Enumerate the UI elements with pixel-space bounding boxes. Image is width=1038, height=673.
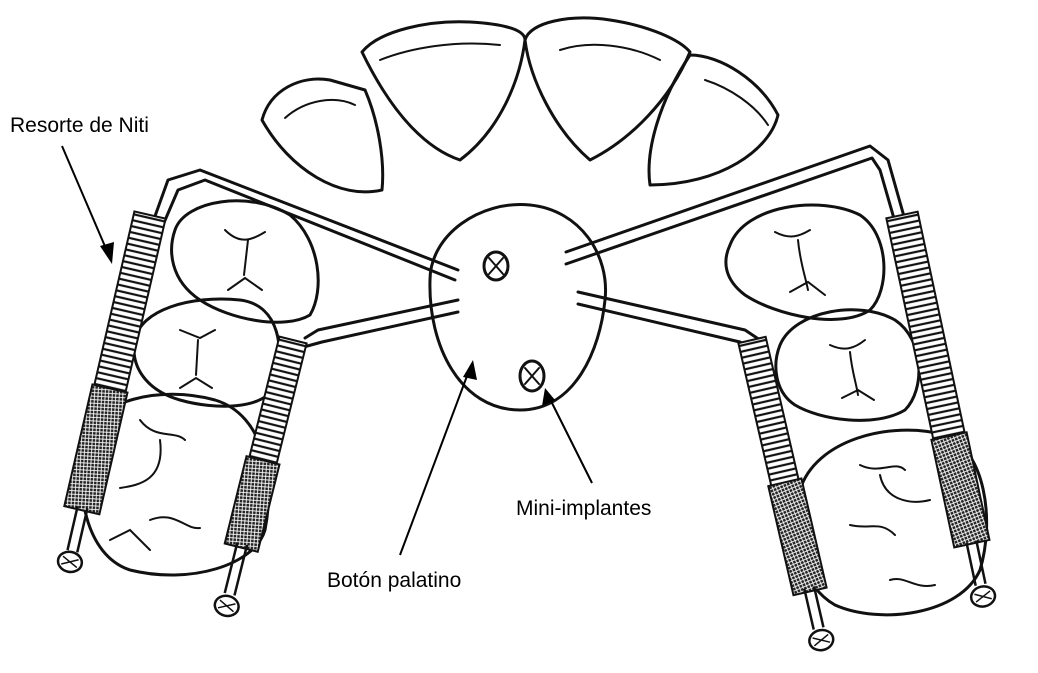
spring-arrowhead — [100, 242, 114, 264]
right-inner-spring-assembly — [735, 336, 840, 653]
mini-implants-label: Mini-implantes — [516, 497, 651, 521]
left-wire-arms — [150, 170, 458, 348]
button-leader-line — [400, 368, 470, 555]
button-arrowhead — [463, 360, 477, 380]
mini-implant-leader-line — [548, 395, 592, 483]
palatal-button — [430, 205, 606, 410]
leader-arrows — [62, 146, 592, 555]
mini-implants — [484, 252, 544, 391]
anterior-teeth — [262, 18, 778, 192]
left-inner-spring-assembly — [208, 336, 310, 620]
spring-leader-line — [62, 146, 110, 258]
palatal-button-label: Botón palatino — [327, 569, 461, 593]
spring-label: Resorte de Niti — [10, 114, 149, 138]
right-wire-arms — [566, 146, 905, 350]
